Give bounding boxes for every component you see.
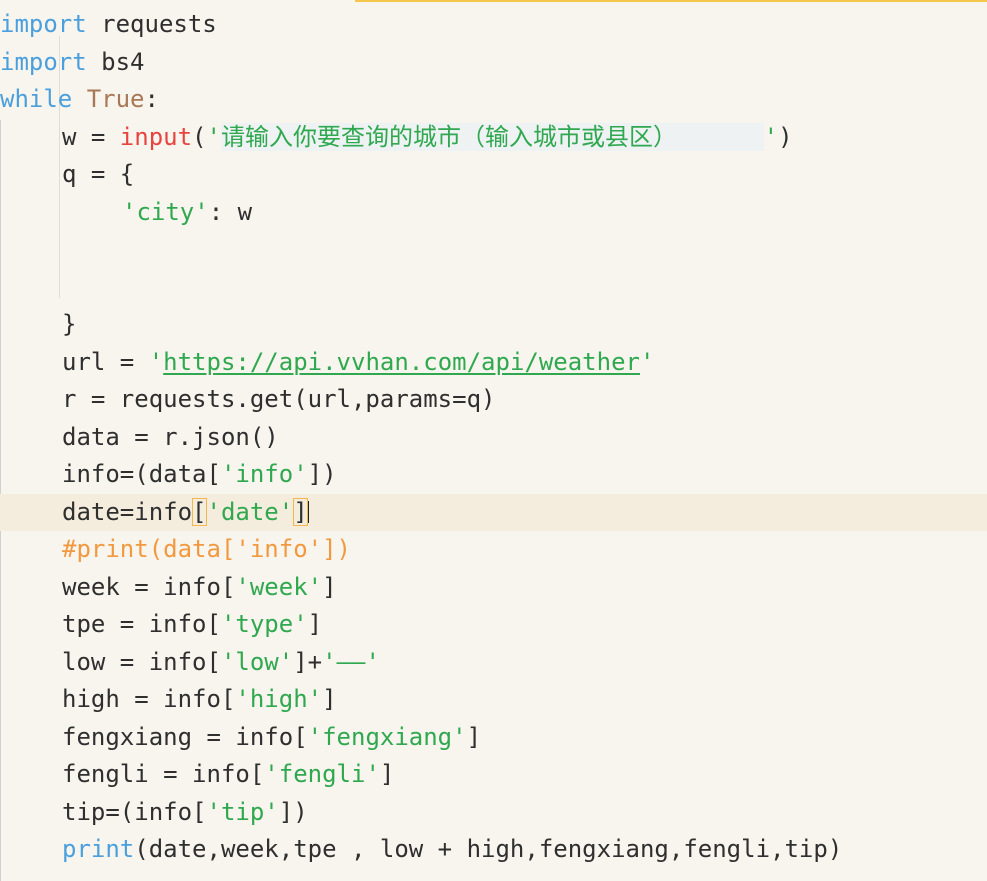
code-line[interactable]: fengli = info['fengli']	[0, 756, 987, 794]
code-line[interactable]: #print(data['info'])	[0, 531, 987, 569]
url-token: https://api.vvhan.com/api/weather	[163, 347, 640, 376]
code-token: date=info	[62, 497, 193, 526]
string-token: 'type'	[220, 610, 308, 638]
string-token: 'date'	[206, 497, 294, 526]
code-token: ]	[293, 497, 308, 526]
string-token: '	[763, 122, 779, 151]
code-token: requests	[86, 10, 217, 38]
code-token: w =	[62, 122, 120, 151]
code-line[interactable]	[0, 231, 987, 269]
string-token: 'week'	[235, 572, 323, 601]
keyword-token: import	[0, 10, 87, 38]
code-line[interactable]: date=info['date']	[0, 493, 987, 531]
code-token: ]	[307, 610, 323, 638]
text-cursor	[307, 500, 309, 523]
code-token: print	[62, 835, 135, 863]
string-token: '	[148, 347, 164, 376]
code-line[interactable]: q = {	[0, 156, 987, 194]
code-token	[72, 85, 86, 113]
string-token: 'fengxiang'	[307, 722, 467, 751]
builtin-token: input	[119, 122, 193, 151]
code-token: }	[62, 310, 77, 338]
string-token: 'low'	[220, 647, 294, 676]
code-line[interactable]: url = 'https://api.vvhan.com/api/weather…	[0, 344, 987, 382]
code-token: (date,week,tpe , low + high,fengxiang,fe…	[134, 835, 843, 863]
string-token: 'fengli'	[264, 760, 380, 788]
code-token: bs4	[86, 47, 145, 76]
code-token: :	[144, 85, 159, 113]
code-token: url =	[62, 347, 149, 376]
string-token: 'tip'	[206, 797, 279, 826]
code-token: ]+	[293, 647, 323, 676]
code-token: r = requests.get(url,params=q)	[62, 385, 496, 413]
code-token: info=(data[	[62, 460, 221, 488]
code-line[interactable]: 'city': w	[0, 194, 987, 232]
code-token: fengli = info[	[62, 760, 265, 788]
code-line[interactable]: print(date,week,tpe , low + high,fengxia…	[0, 831, 987, 869]
code-line[interactable]: r = requests.get(url,params=q)	[0, 381, 987, 419]
code-token: ]	[466, 722, 482, 751]
editor-top-accent	[355, 0, 987, 2]
code-token: ]	[379, 760, 395, 788]
code-token: tip=(info[	[62, 797, 207, 826]
code-token: fengxiang = info[	[62, 722, 308, 751]
code-line[interactable]: import requests	[0, 6, 987, 44]
string-token: 'info'	[220, 460, 308, 488]
code-token: week = info[	[62, 572, 236, 601]
string-token: 请输入你要查询的城市（输入城市或县区）	[220, 122, 764, 151]
code-token: ])	[278, 797, 308, 826]
code-token: (	[192, 122, 207, 151]
code-token: q = {	[62, 160, 135, 188]
code-line[interactable]: tip=(info['tip'])	[0, 794, 987, 832]
string-token: 'city'	[122, 197, 209, 226]
code-token: tpe = info[	[62, 610, 221, 638]
code-line[interactable]: high = info['high']	[0, 681, 987, 719]
code-line[interactable]: fengxiang = info['fengxiang']	[0, 719, 987, 757]
string-token: 'high'	[235, 685, 323, 713]
string-token: '——'	[322, 647, 380, 676]
code-token: [	[192, 497, 207, 526]
code-token: ]	[322, 572, 337, 601]
string-token: '	[206, 122, 221, 151]
code-token: low = info[	[62, 647, 221, 676]
code-line[interactable]: }	[0, 306, 987, 344]
code-line[interactable]: data = r.json()	[0, 419, 987, 457]
code-token: high = info[	[62, 685, 236, 713]
code-token: ]	[322, 685, 337, 713]
code-line[interactable]: while True:	[0, 81, 987, 119]
code-line[interactable]: import bs4	[0, 44, 987, 82]
code-token: True	[86, 85, 145, 113]
indent-guide	[59, 36, 60, 298]
comment-token: #print(data['info'])	[62, 535, 351, 563]
keyword-token: import	[0, 47, 87, 76]
keyword-token: while	[0, 85, 73, 113]
code-line[interactable]: w = input('请输入你要查询的城市（输入城市或县区） ')	[0, 119, 987, 157]
code-line[interactable]	[0, 269, 987, 307]
code-line[interactable]: info=(data['info'])	[0, 456, 987, 494]
code-token: : w	[208, 197, 253, 226]
code-token: )	[778, 122, 793, 151]
code-line[interactable]: tpe = info['type']	[0, 606, 987, 644]
code-token: ])	[307, 460, 337, 488]
string-token: '	[639, 347, 655, 376]
code-line[interactable]: week = info['week']	[0, 569, 987, 607]
code-line[interactable]: low = info['low']+'——'	[0, 644, 987, 682]
code-token: data = r.json()	[62, 422, 279, 451]
